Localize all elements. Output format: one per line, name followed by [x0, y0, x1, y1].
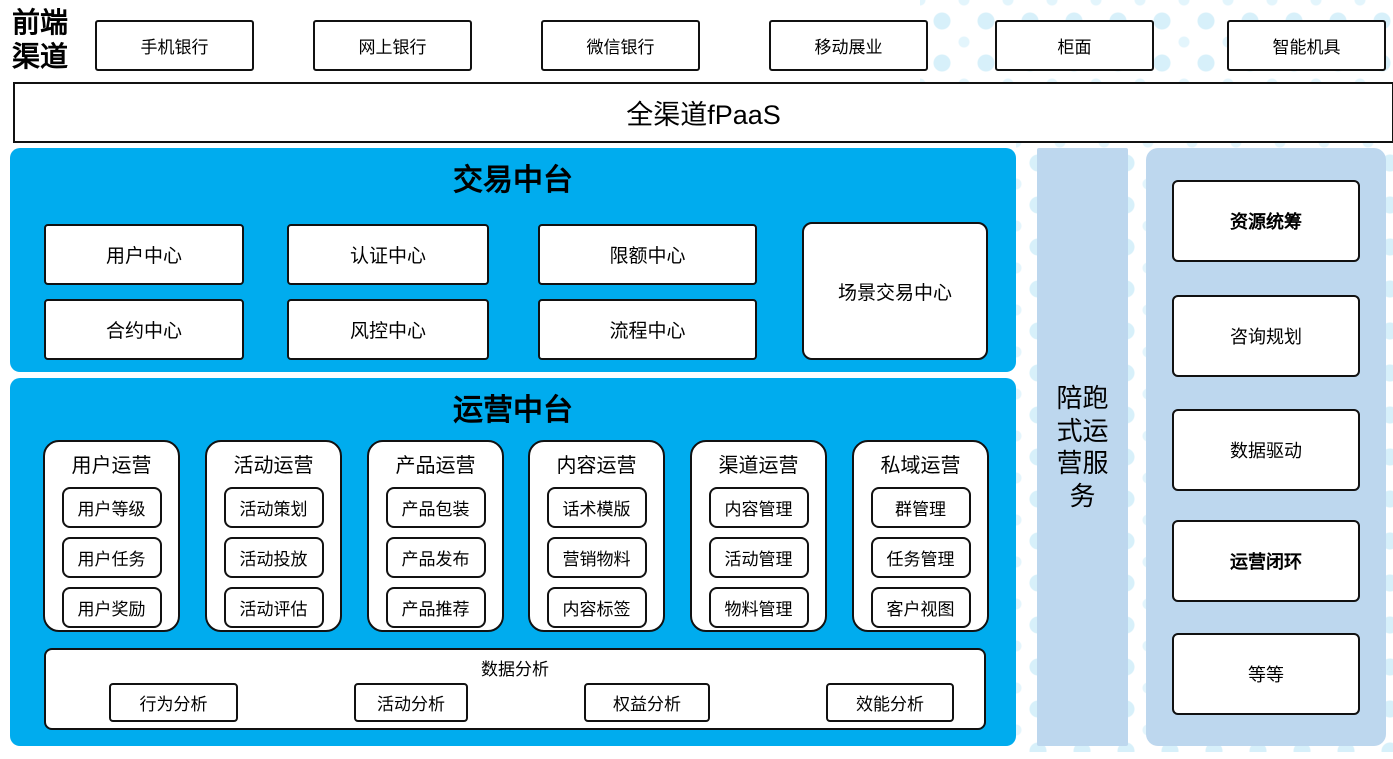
ops-column-user: 用户运营 用户等级 用户任务 用户奖励: [43, 440, 180, 632]
ops-column-private-domain: 私域运营 群管理 任务管理 客户视图: [852, 440, 989, 632]
ops-item: 产品包装: [385, 487, 486, 528]
channel-box-mobile-outreach: 移动展业: [769, 20, 928, 71]
ops-item: 内容管理: [708, 487, 809, 528]
service-box-etc: 等等: [1172, 633, 1360, 715]
center-box-user: 用户中心: [44, 224, 244, 285]
channel-box-smart-devices: 智能机具: [1227, 20, 1386, 71]
center-box-risk: 风控中心: [287, 299, 489, 360]
ops-column-channel: 渠道运营 内容管理 活动管理 物料管理: [690, 440, 827, 632]
ops-column-title: 产品运营: [395, 455, 476, 477]
service-box-data-driven: 数据驱动: [1172, 409, 1360, 491]
center-box-contract: 合约中心: [44, 299, 244, 360]
center-box-scene-trade: 场景交易中心: [802, 222, 988, 360]
ops-column-content: 内容运营 话术模版 营销物料 内容标签: [528, 440, 665, 632]
ops-column-title: 用户运营: [71, 455, 152, 477]
analysis-item-activity: 活动分析: [354, 683, 468, 722]
analysis-item-rights: 权益分析: [584, 683, 710, 722]
ops-item: 产品推荐: [385, 587, 486, 628]
operation-platform-panel: 运营中台 用户运营 用户等级 用户任务 用户奖励 活动运营 活动策划 活动投放 …: [10, 378, 1016, 746]
ops-item: 物料管理: [708, 587, 809, 628]
analysis-item-behavior: 行为分析: [109, 683, 238, 722]
operation-platform-title: 运营中台: [453, 393, 573, 428]
data-analysis-title: 数据分析: [481, 660, 549, 679]
ops-column-title: 私域运营: [880, 455, 961, 477]
ops-column-title: 渠道运营: [718, 455, 799, 477]
trade-platform-title: 交易中台: [453, 163, 573, 198]
data-analysis-strip: 数据分析 行为分析 活动分析 权益分析 效能分析: [44, 648, 986, 730]
service-box-consulting: 咨询规划: [1172, 295, 1360, 377]
front-channels-label: 前端渠道: [11, 6, 68, 74]
ops-column-product: 产品运营 产品包装 产品发布 产品推荐: [367, 440, 504, 632]
channel-box-counter: 柜面: [995, 20, 1154, 71]
analysis-item-efficiency: 效能分析: [826, 683, 954, 722]
ops-item: 营销物料: [546, 537, 647, 578]
center-box-process: 流程中心: [538, 299, 757, 360]
ops-column-activity: 活动运营 活动策划 活动投放 活动评估: [205, 440, 342, 632]
channel-box-mobile-banking: 手机银行: [95, 20, 254, 71]
ops-item: 用户奖励: [61, 587, 162, 628]
side-service-label: 陪跑式运营服务: [1056, 383, 1109, 511]
ops-column-title: 内容运营: [556, 455, 637, 477]
ops-item: 群管理: [870, 487, 971, 528]
ops-item: 活动投放: [223, 537, 324, 578]
fpaas-bar: 全渠道fPaaS: [13, 82, 1393, 143]
ops-item: 任务管理: [870, 537, 971, 578]
ops-item: 用户任务: [61, 537, 162, 578]
ops-item: 产品发布: [385, 537, 486, 578]
service-box-ops-loop: 运营闭环: [1172, 520, 1360, 602]
ops-item: 客户视图: [870, 587, 971, 628]
service-box-resource-planning: 资源统筹: [1172, 180, 1360, 262]
center-box-limit: 限额中心: [538, 224, 757, 285]
ops-column-title: 活动运营: [233, 455, 314, 477]
center-box-auth: 认证中心: [287, 224, 489, 285]
ops-item: 活动管理: [708, 537, 809, 578]
ops-item: 内容标签: [546, 587, 647, 628]
side-service-bar: 陪跑式运营服务: [1037, 148, 1128, 746]
ops-item: 活动策划: [223, 487, 324, 528]
ops-item: 用户等级: [61, 487, 162, 528]
service-column: 资源统筹 咨询规划 数据驱动 运营闭环 等等: [1146, 148, 1386, 746]
ops-item: 活动评估: [223, 587, 324, 628]
ops-item: 话术模版: [546, 487, 647, 528]
channel-box-online-banking: 网上银行: [313, 20, 472, 71]
channel-box-wechat-banking: 微信银行: [541, 20, 700, 71]
trade-platform-panel: 交易中台 用户中心 认证中心 限额中心 合约中心 风控中心 流程中心 场景交易中…: [10, 148, 1016, 372]
